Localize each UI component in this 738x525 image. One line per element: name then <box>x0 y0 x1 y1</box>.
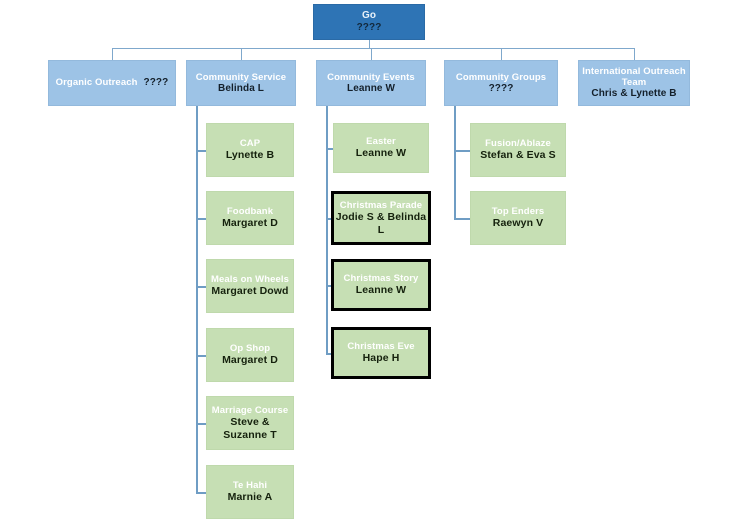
connector-dept-drop-4 <box>634 48 635 60</box>
node-title: Community Groups <box>455 71 547 83</box>
connector-stub-community-groups-0 <box>454 150 470 152</box>
connector-stub-community-service-4 <box>196 423 206 425</box>
node-person: Stefan & Eva S <box>480 149 556 162</box>
node-title: Top Enders <box>491 206 545 218</box>
node-person: Leanne W <box>355 284 407 297</box>
node-title: Organic Outreach <box>55 77 138 89</box>
node-title: Christmas Parade <box>339 200 423 212</box>
node-person: ???? <box>143 77 169 89</box>
node-title: Community Events <box>327 71 415 83</box>
connector-dept-drop-3 <box>501 48 502 60</box>
connector-bus <box>112 48 634 49</box>
node-title: Christmas Story <box>343 273 419 285</box>
connector-root-drop <box>369 40 370 48</box>
node-title: Te Hahi <box>232 480 268 492</box>
node-dept-organic-outreach[interactable]: Organic Outreach???? <box>48 60 176 106</box>
connector-spine-community-groups <box>454 106 456 218</box>
node-title: Go <box>361 10 377 22</box>
node-person: Hape H <box>362 352 400 365</box>
node-person: Raewyn V <box>492 217 544 230</box>
connector-stub-community-service-2 <box>196 286 206 288</box>
node-title: Fusion/Ablaze <box>485 138 551 150</box>
node-root[interactable]: Go ???? <box>313 4 425 40</box>
connector-stub-community-service-5 <box>196 492 206 494</box>
node-person: Chris & Lynette B <box>591 88 677 100</box>
node-person: Belinda L <box>218 82 264 94</box>
node-title: CAP <box>239 138 261 150</box>
connector-dept-drop-0 <box>112 48 113 60</box>
connector-stub-community-groups-1 <box>454 218 470 220</box>
connector-dept-drop-2 <box>371 48 372 60</box>
node-title: Foodbank <box>226 206 274 218</box>
node-title: International Outreach Team <box>582 65 686 89</box>
node-title: Op Shop <box>229 343 271 355</box>
connector-stub-community-events-0 <box>326 148 333 150</box>
node-dept-community-groups[interactable]: Community Groups???? <box>444 60 558 106</box>
node-person: Jodie S & Belinda L <box>335 211 427 236</box>
connector-dept-drop-1 <box>241 48 242 60</box>
connector-spine-community-service <box>196 106 198 492</box>
connector-stub-community-service-1 <box>196 218 206 220</box>
node-title: Easter <box>366 136 396 148</box>
node-person: Leanne W <box>355 147 407 160</box>
connector-stub-community-service-3 <box>196 355 206 357</box>
node-person: Lynette B <box>225 149 275 162</box>
node-title: Meals on Wheels <box>210 274 290 286</box>
node-title: Marriage Course <box>211 405 289 417</box>
node-person: Leanne W <box>346 82 396 94</box>
node-person: Margaret D <box>222 354 278 367</box>
node-person: Marnie A <box>227 491 273 504</box>
node-person: ???? <box>356 22 382 33</box>
node-person: Steve & Suzanne T <box>223 416 277 441</box>
node-title: Christmas Eve <box>347 341 415 353</box>
node-person: Margaret Dowd <box>211 285 289 298</box>
connector-spine-community-events <box>326 106 328 353</box>
connector-stub-community-service-0 <box>196 150 206 152</box>
node-person: Margaret D <box>222 217 278 230</box>
node-person: ???? <box>488 82 514 94</box>
node-title: Community Service <box>195 71 287 83</box>
